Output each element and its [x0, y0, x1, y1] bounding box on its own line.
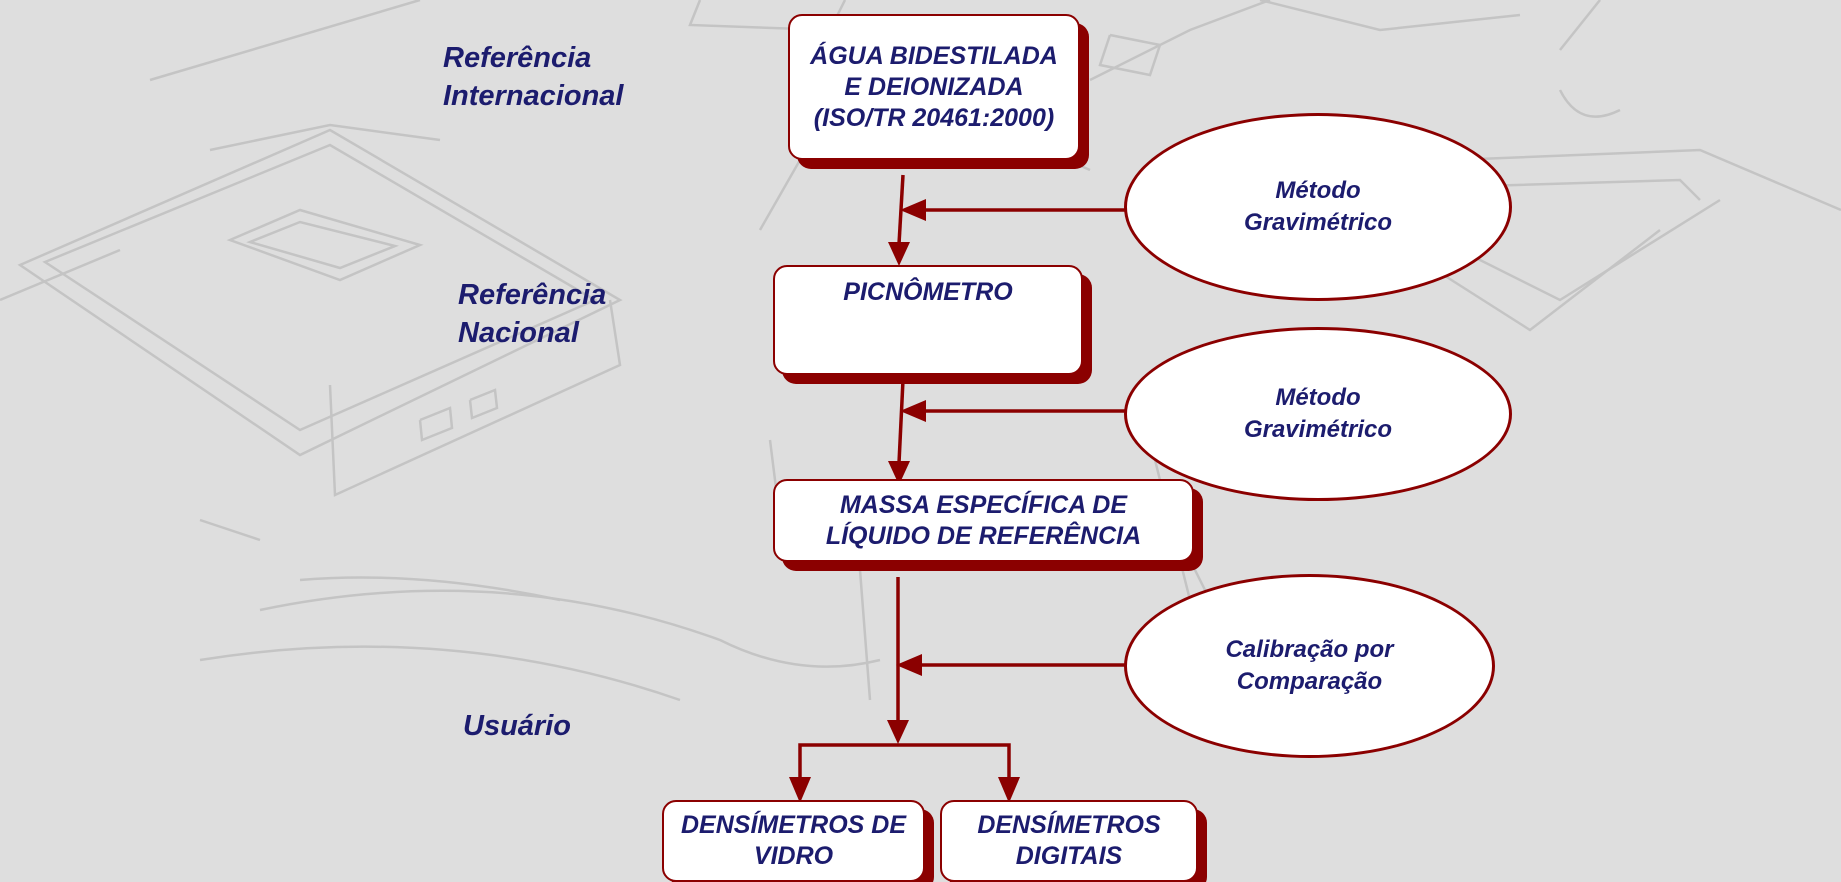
arrowhead [789, 777, 811, 803]
arrowhead [888, 461, 910, 485]
level-label-user: Usuário [463, 710, 571, 742]
arrowhead [887, 720, 909, 744]
branch-line [798, 743, 1011, 790]
box-glass-densimeters: DENSÍMETROS DE VIDRO [662, 800, 925, 882]
oval-gravimetric-method-2: Método Gravimétrico [1124, 327, 1512, 501]
arrow-pycnometer-to-reference-liquid [897, 379, 905, 464]
box-bidistilled-water: ÁGUA BIDESTILADA E DEIONIZADA (ISO/TR 20… [788, 14, 1080, 160]
arrow-water-to-pycnometer [897, 174, 905, 245]
arrowhead [900, 400, 926, 422]
level-label-national: Referência Nacional [458, 279, 607, 349]
box-reference-liquid-density: MASSA ESPECÍFICA DE LÍQUIDO DE REFERÊNCI… [773, 479, 1194, 562]
oval-comparison-calibration: Calibração por Comparação [1124, 574, 1495, 758]
arrowhead [900, 199, 926, 221]
oval-gravimetric-method-1: Método Gravimétrico [1124, 113, 1512, 301]
arrowhead [998, 777, 1020, 803]
level-label-international: Referência Internacional [443, 42, 624, 112]
box-digital-densimeters: DENSÍMETROS DIGITAIS [940, 800, 1198, 882]
arrowhead [888, 242, 910, 266]
box-pycnometer: PICNÔMETRO [773, 265, 1083, 375]
arrowhead [896, 654, 922, 676]
